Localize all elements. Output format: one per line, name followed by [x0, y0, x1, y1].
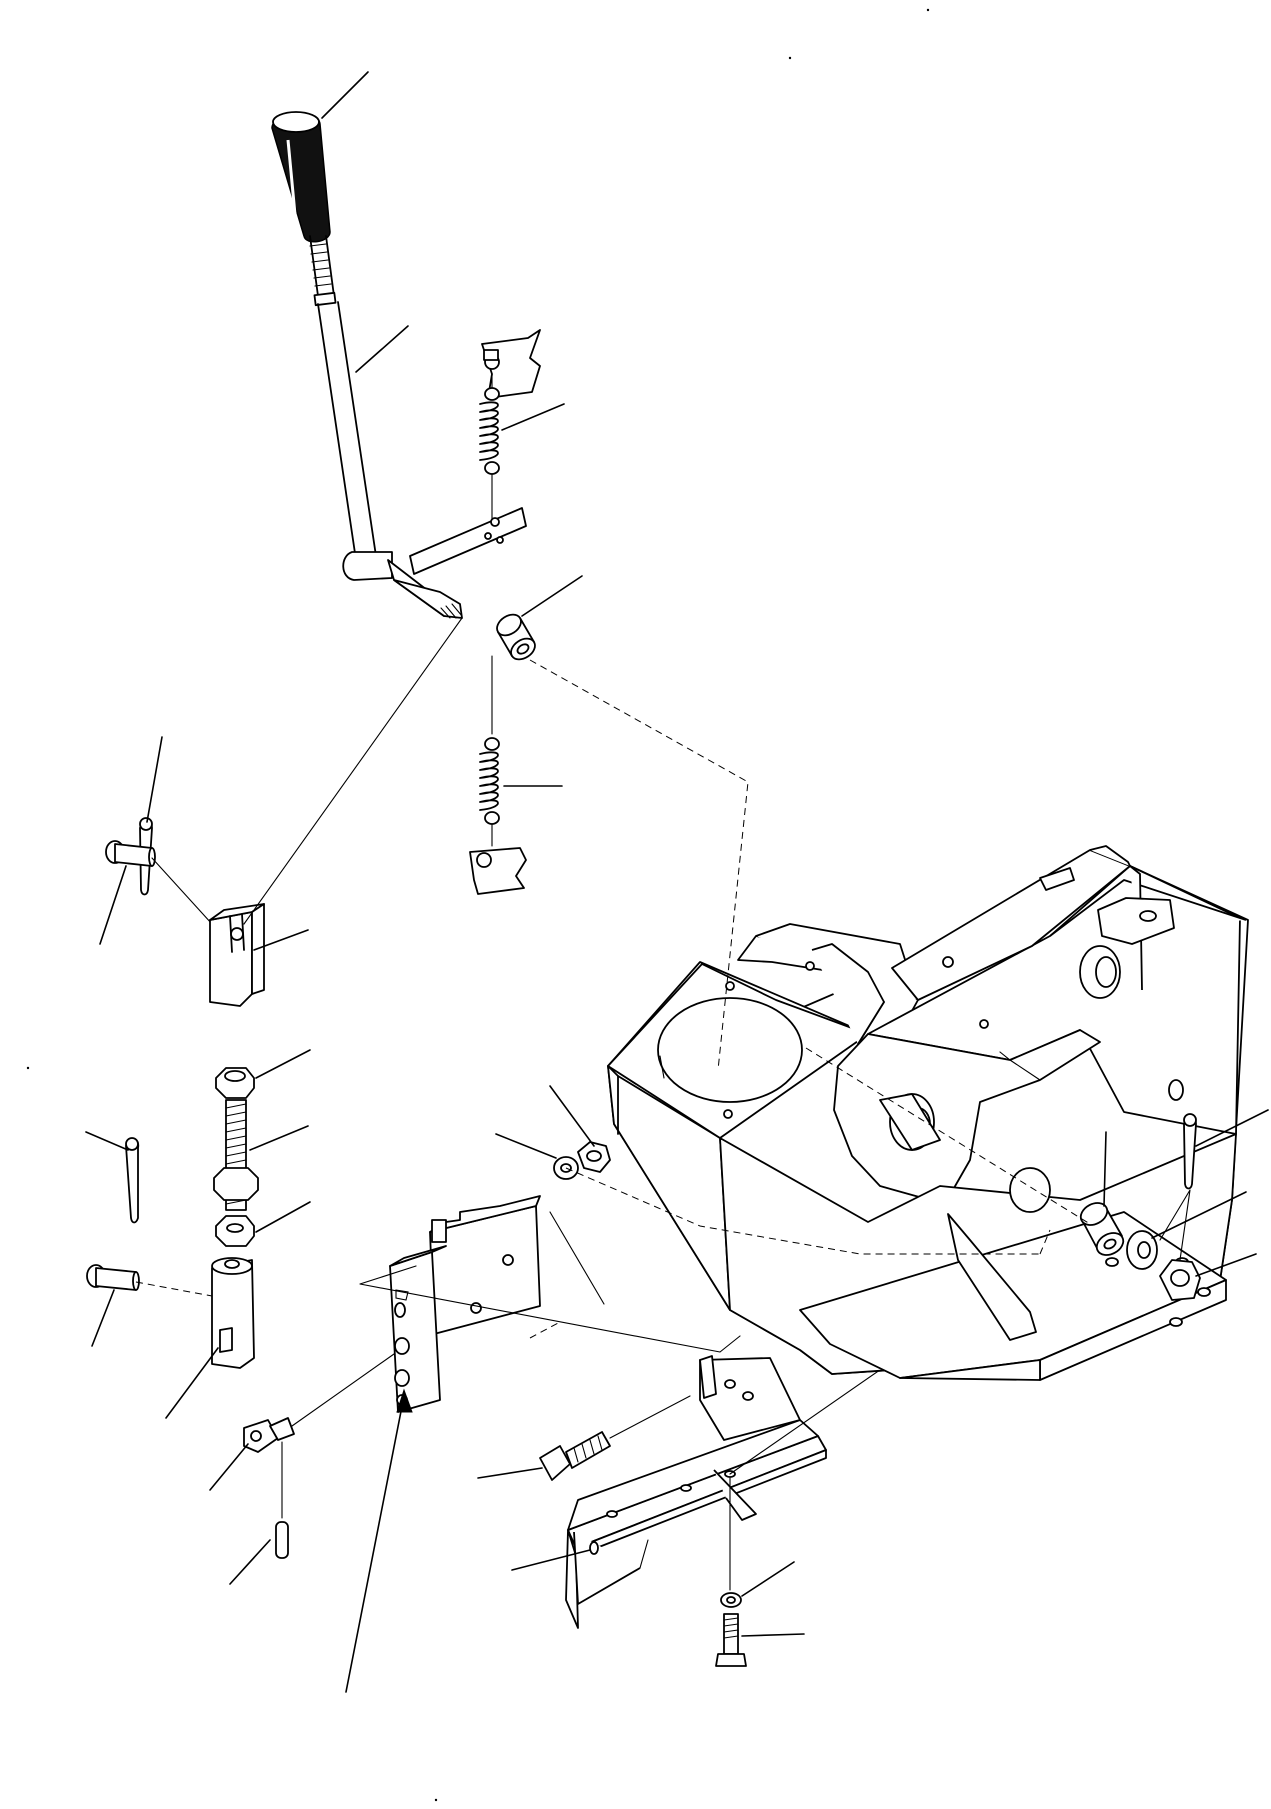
bottom-bolt — [715, 1613, 747, 1667]
leader-control-valve — [345, 1395, 405, 1693]
threaded-rod — [213, 1099, 259, 1211]
ball-joint — [243, 1417, 295, 1453]
pivot-spacer — [1079, 1202, 1125, 1256]
leader-bracket — [511, 1549, 591, 1571]
pivot-washer — [1126, 1230, 1158, 1270]
lower-spring — [479, 655, 500, 847]
leader-upper-spring — [501, 403, 565, 431]
leader-clevis-pin-upper — [99, 865, 127, 945]
leader-bottom-bolt — [741, 1633, 805, 1637]
bushing — [496, 613, 536, 661]
leader-bracket-bolt — [477, 1467, 543, 1479]
spring-anchor-upper — [481, 329, 541, 399]
leader-jam-nut-lower — [255, 1201, 311, 1233]
jam-nut-lower — [215, 1215, 255, 1247]
lever-link-line — [243, 617, 463, 925]
leader-upper-clevis — [253, 929, 309, 951]
leader-washer — [495, 1133, 557, 1159]
speck — [434, 1798, 438, 1802]
cotter-pin-lower — [125, 1137, 140, 1224]
leader-nut — [549, 1085, 595, 1147]
leader-knob — [321, 71, 369, 119]
leader-bushing — [521, 575, 583, 617]
leader-pivot-nut — [1195, 1253, 1257, 1277]
speck — [788, 56, 792, 60]
housing — [607, 845, 1249, 1381]
leader-jam-nut-upper — [255, 1049, 311, 1079]
housing-cotter-pin — [1183, 1113, 1197, 1190]
pivot-nut — [1159, 1259, 1201, 1301]
speck — [926, 8, 930, 12]
leader-lower-clevis — [165, 1347, 219, 1419]
leader-threaded-rod — [249, 1125, 309, 1151]
control-lever — [309, 235, 527, 619]
leader-roll-pin — [229, 1539, 271, 1585]
clevis-pin-lower — [86, 1264, 140, 1291]
bracket-bolt — [539, 1431, 611, 1481]
leader-lever — [355, 325, 409, 373]
upper-clevis — [209, 903, 265, 1007]
jam-nut-upper — [215, 1067, 255, 1099]
roll-pin — [275, 1441, 289, 1559]
leader-cotter-upper — [146, 736, 163, 823]
leader-lock-washer — [741, 1561, 795, 1597]
clevis-pin-upper — [105, 840, 156, 867]
leader-clevis-pin-lower — [91, 1289, 115, 1347]
nut — [577, 1141, 611, 1173]
leader-pivot-washer — [1151, 1191, 1247, 1239]
leader-pivot-spacer — [1103, 1131, 1107, 1207]
mounting-bracket — [565, 1355, 827, 1629]
leader-housing-cotter — [1195, 1109, 1269, 1147]
leader-cotter-lower — [85, 1131, 129, 1151]
lock-washer — [720, 1592, 742, 1608]
lower-clevis — [211, 1257, 255, 1369]
spring-anchor-lower — [469, 847, 527, 895]
centerline-pivot — [805, 1047, 1091, 1225]
leader-ball-joint — [209, 1443, 249, 1491]
lever-knob — [271, 111, 331, 243]
upper-spring — [479, 373, 500, 521]
speck — [26, 1066, 30, 1070]
